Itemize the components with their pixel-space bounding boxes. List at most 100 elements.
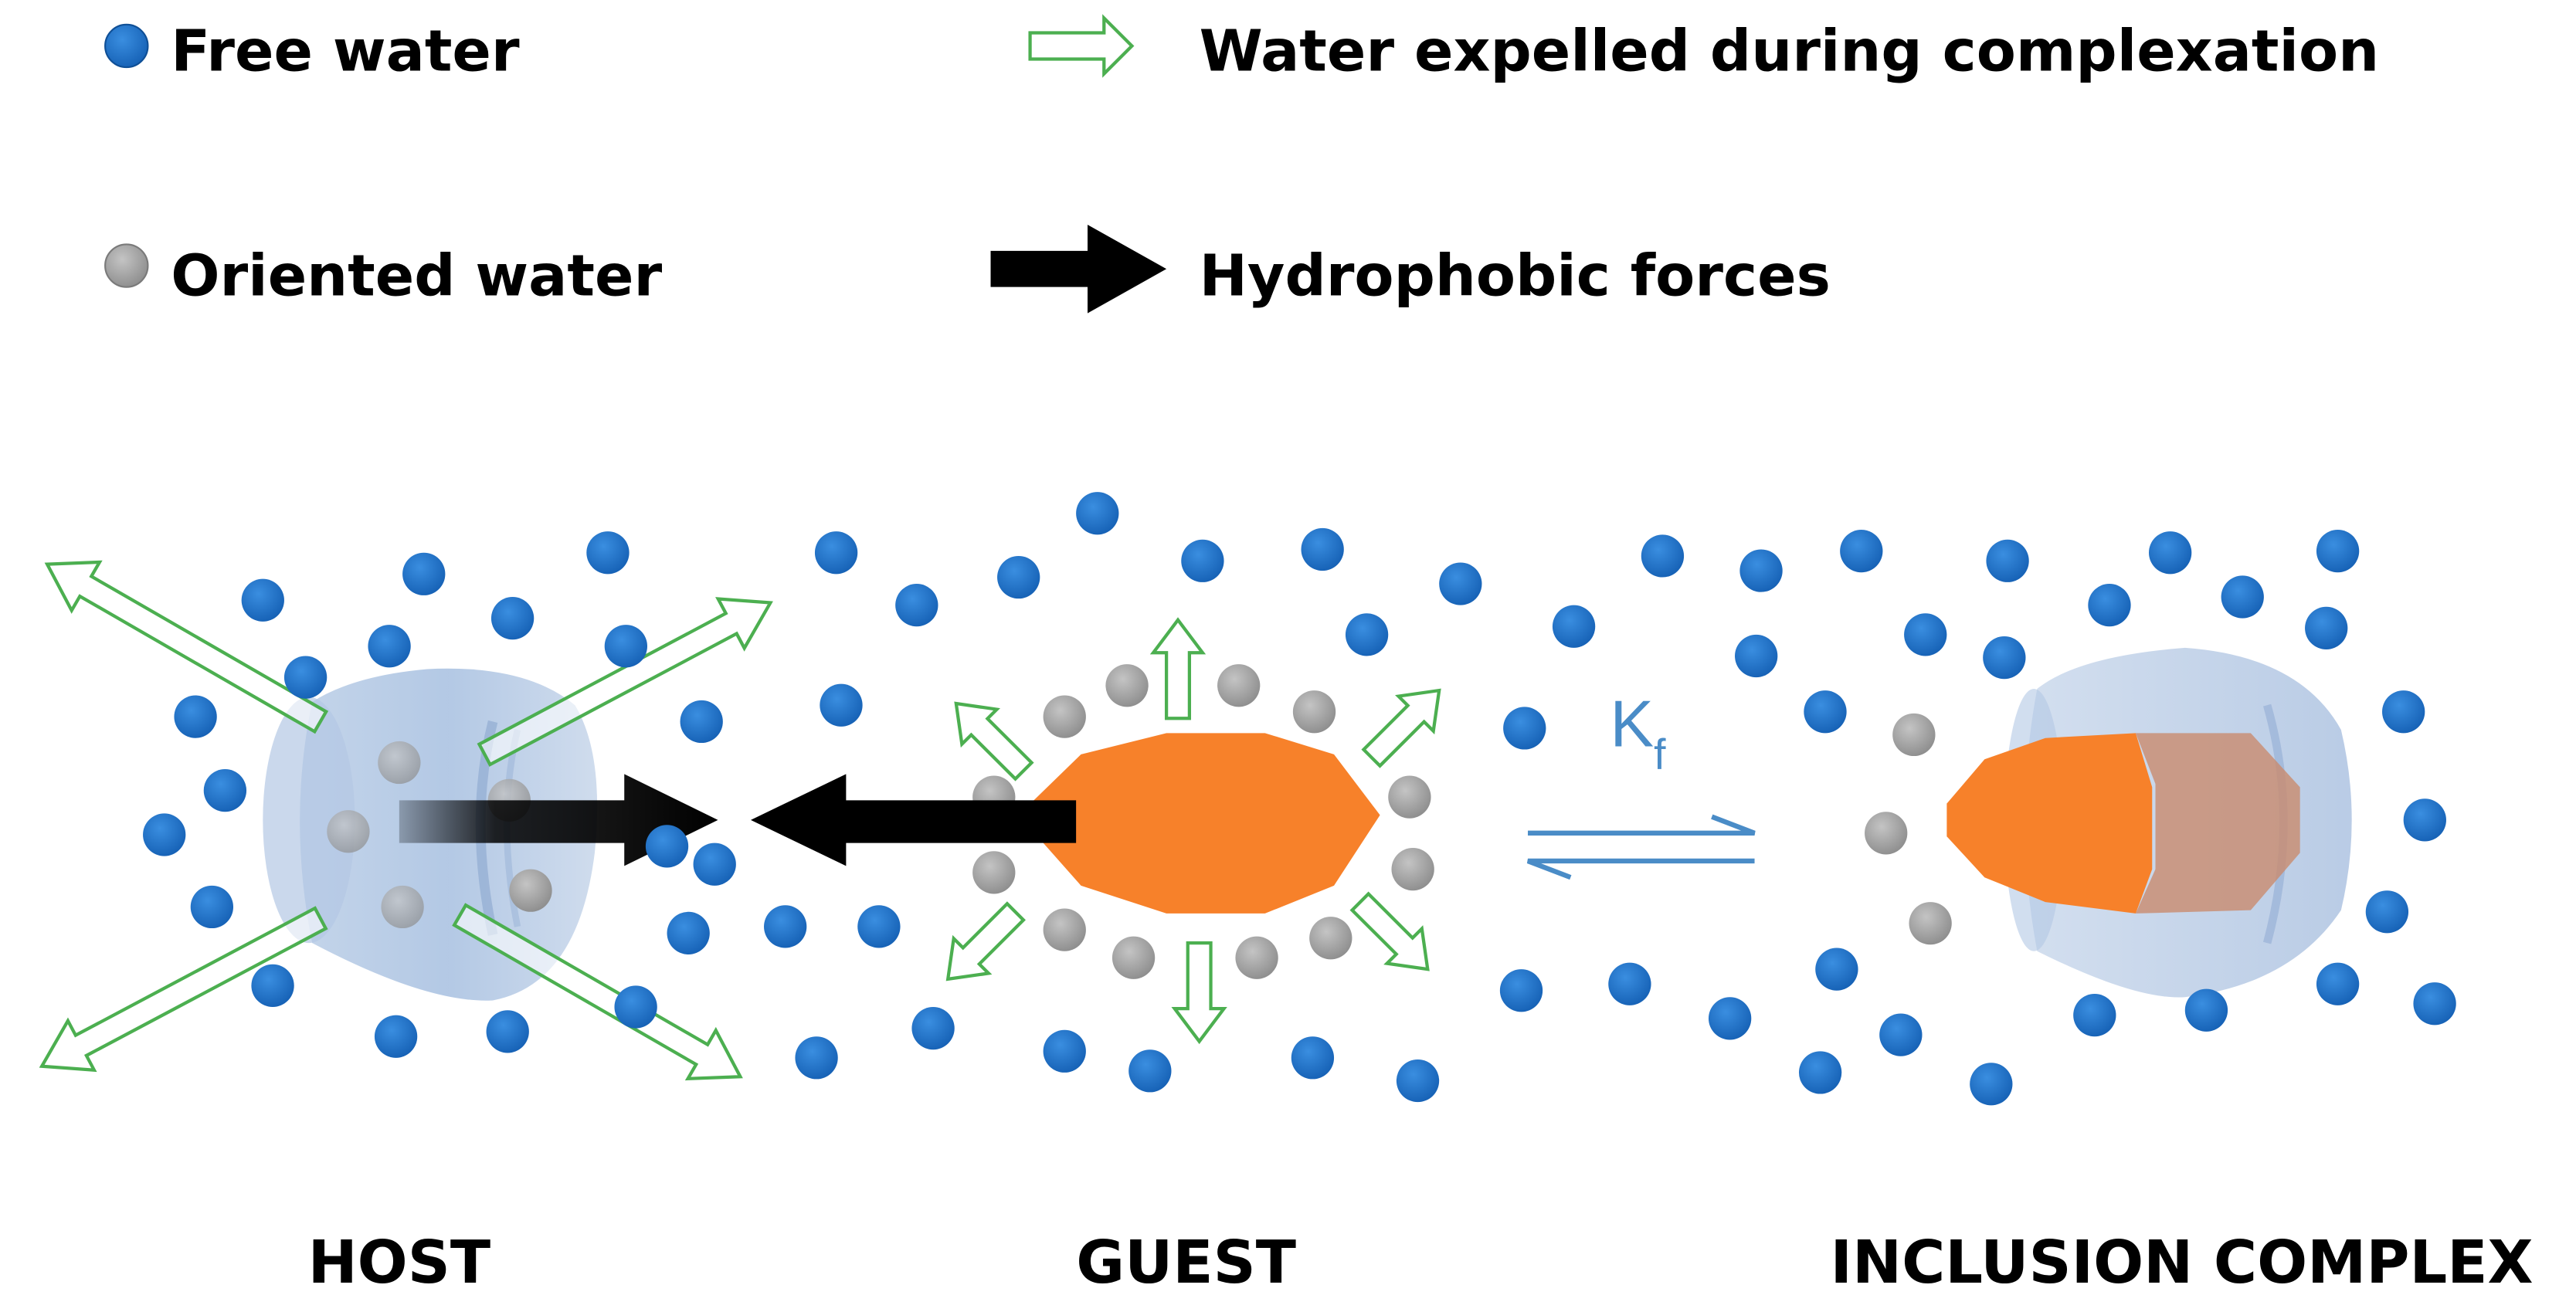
free-water-dot	[1503, 707, 1546, 750]
free-water-dot	[203, 769, 247, 812]
free-water-dot	[1735, 634, 1778, 678]
inclusion-complex	[1946, 647, 2352, 998]
free-water-dot	[190, 885, 234, 929]
free-water-dot	[911, 1006, 955, 1050]
oriented-water-dot	[1235, 936, 1278, 979]
oriented-water-dot	[381, 885, 424, 929]
free-water-dot	[1301, 527, 1344, 571]
oriented-water-dot	[1892, 713, 1936, 757]
expelled-arrow-icon	[1361, 688, 1441, 768]
hydrophobic-forces-legend-label: Hydrophobic forces	[1200, 242, 1831, 309]
oriented-water-dot	[509, 869, 552, 912]
free-water-dot	[1396, 1059, 1440, 1103]
reverse-arrow-icon	[1526, 858, 1755, 880]
expelled-arrow-icon	[945, 901, 1026, 981]
free-water-dot	[895, 584, 938, 627]
oriented-water-dot	[378, 741, 421, 785]
expelled-arrow-icon	[477, 597, 773, 767]
free-water-molecules	[143, 492, 2456, 1106]
free-water-dot	[764, 905, 807, 948]
free-water-dot	[1345, 613, 1389, 656]
kf-subscript: f	[1654, 731, 1666, 778]
oriented-water-dot	[1388, 775, 1431, 819]
free-water-dot	[1986, 539, 2029, 582]
expelled-arrow-icon	[44, 560, 329, 734]
expelled-arrow-icon	[39, 906, 328, 1073]
free-water-dot	[1291, 1036, 1335, 1080]
hydrophobic-force-arrows	[399, 774, 1077, 866]
free-water-dot	[2316, 529, 2360, 573]
free-water-dot	[1879, 1013, 1923, 1056]
guest-molecule	[1018, 733, 1380, 914]
free-water-legend-icon	[104, 23, 149, 69]
oriented-water-dot	[1865, 812, 1908, 855]
free-water-dot	[2184, 988, 2228, 1032]
free-water-dot	[174, 695, 217, 738]
free-water-dot	[2382, 690, 2425, 734]
free-water-dot	[604, 625, 648, 668]
oriented-water-dot	[1105, 664, 1149, 707]
free-water-dot	[693, 842, 736, 886]
free-water-dot	[997, 555, 1040, 599]
expelled-arrow-icon	[1171, 941, 1227, 1045]
guest-expelled-arrows	[945, 617, 1441, 1045]
legend: Free water Oriented water Water expelled…	[104, 14, 2379, 314]
free-water-dot	[1128, 1049, 1172, 1093]
free-water-dot	[820, 683, 863, 727]
free-water-dot	[1804, 690, 1847, 734]
complex-guest-inside-host	[2135, 733, 2300, 914]
oriented-water-dot	[1043, 695, 1086, 738]
free-water-dot	[251, 964, 294, 1007]
free-water-dot	[1641, 534, 1685, 578]
free-water-dot	[680, 700, 723, 744]
host-expelled-arrows	[39, 560, 773, 1081]
free-water-dot	[1983, 636, 2026, 680]
forward-arrow-icon	[1528, 814, 1756, 836]
host-oriented-water	[327, 741, 552, 929]
host-rim-left	[263, 697, 355, 944]
oriented-water-dot	[327, 810, 370, 853]
free-water-dot	[1708, 997, 1752, 1040]
free-water-dot	[374, 1015, 418, 1058]
free-water-legend-label: Free water	[171, 17, 520, 84]
free-water-dot	[1608, 962, 1651, 1005]
free-water-dot	[283, 656, 328, 699]
free-water-dot	[1798, 1051, 1842, 1094]
complex-oriented-water	[1865, 713, 1952, 945]
free-water-dot	[2403, 798, 2446, 842]
free-water-dot	[2088, 584, 2131, 627]
free-water-dot	[1552, 605, 1596, 648]
free-water-dot	[2316, 962, 2360, 1005]
free-water-dot	[1181, 539, 1224, 582]
free-water-dot	[2413, 982, 2456, 1026]
free-water-dot	[586, 531, 630, 575]
free-water-dot	[2221, 575, 2264, 619]
oriented-water-dot	[1112, 936, 1156, 979]
inclusion-complex-label: INCLUSION COMPLEX	[1831, 1229, 2534, 1297]
free-water-dot	[2365, 890, 2409, 934]
free-water-dot	[1076, 492, 1119, 535]
kf-symbol: K	[1610, 687, 1654, 761]
free-water-dot	[368, 625, 411, 668]
free-water-dot	[1970, 1063, 2013, 1106]
expelled-arrow-icon	[1149, 617, 1207, 720]
hydrophobic-arrow-right	[399, 774, 718, 866]
free-water-dot	[1043, 1029, 1086, 1073]
free-water-dot	[1904, 613, 1947, 656]
free-water-dot	[645, 825, 689, 868]
equilibrium-constant: Kf	[1610, 687, 1666, 778]
free-water-dot	[857, 905, 901, 948]
free-water-dot	[1815, 948, 1858, 991]
equilibrium-arrows	[1526, 814, 1756, 880]
oriented-water-dot	[1309, 917, 1352, 960]
free-water-dot	[2073, 993, 2116, 1037]
expelled-arrow-icon	[1349, 891, 1430, 971]
oriented-water-dot	[972, 851, 1016, 894]
oriented-water-dot	[1043, 908, 1086, 951]
free-water-dot	[490, 597, 535, 640]
hollow-green-arrow-icon	[1028, 14, 1135, 78]
oriented-water-legend-label: Oriented water	[171, 242, 662, 309]
free-water-dot	[1739, 549, 1783, 592]
free-water-dot	[241, 578, 284, 622]
